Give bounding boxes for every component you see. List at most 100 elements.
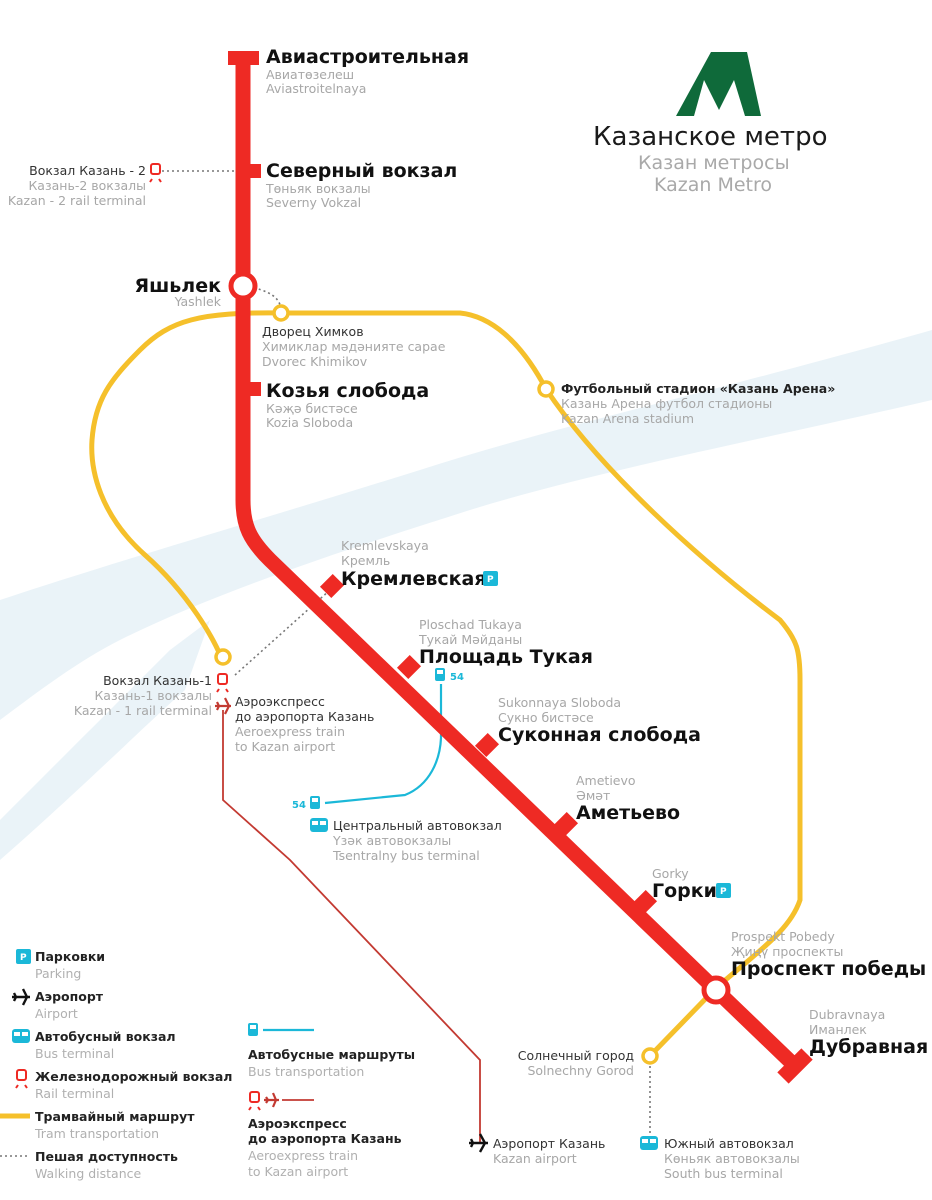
bus-terminal-icon xyxy=(12,1029,30,1043)
point-kazan2: Вокзал Казань - 2 xyxy=(29,163,146,178)
station-dubravnaya-en: Dubravnaya xyxy=(809,1007,885,1022)
legend-bus-terminal-en: Bus terminal xyxy=(35,1046,114,1061)
legend-tram-en: Tram transportation xyxy=(34,1126,159,1141)
legend-parking: Парковки xyxy=(35,949,105,964)
transfer-yashlek xyxy=(228,271,258,301)
transfer-prospekt-pobedy xyxy=(701,975,731,1005)
station-ploshchad-tukaya-tt: Тукай Мәйданы xyxy=(418,632,522,647)
station-ploshchad-tukaya-en: Ploschad Tukaya xyxy=(419,617,522,632)
terminus-cap-north xyxy=(228,51,259,65)
station-sukonnaya-sloboda: Суконная слобода xyxy=(498,724,701,746)
legend-aeroexpress-en2: to Kazan airport xyxy=(248,1164,348,1179)
kazan-metro-logo xyxy=(676,52,761,116)
station-ametyevo-en: Ametievo xyxy=(576,773,636,788)
station-severny-vokzal: Северный вокзал xyxy=(266,160,457,182)
legend-bus-terminal: Автобусный вокзал xyxy=(35,1029,176,1044)
airport-icon xyxy=(469,1133,488,1153)
station-kozya-sloboda-en: Kozia Sloboda xyxy=(266,415,353,430)
title-ru: Казанское метро xyxy=(593,122,827,152)
legend-parking-en: Parking xyxy=(35,966,81,981)
station-prospekt-pobedy-en: Prospekt Pobedy xyxy=(731,929,835,944)
station-prospekt-pobedy: Проспект победы xyxy=(731,958,926,980)
station-yashlek: Яшьлек xyxy=(134,275,221,297)
title-en: Kazan Metro xyxy=(654,174,772,196)
rail-terminal-icon xyxy=(248,1091,261,1111)
station-gorki-en: Gorky xyxy=(652,866,689,881)
parking-icon xyxy=(16,949,31,964)
legend-rail-terminal: Железнодорожный вокзал xyxy=(35,1069,232,1084)
bus-route-54 xyxy=(324,684,443,805)
point-central-bus-tt: Үзәк автовокзалы xyxy=(332,833,451,848)
station-sukonnaya-sloboda-en: Sukonnaya Sloboda xyxy=(498,695,621,710)
station-yashlek-en: Yashlek xyxy=(174,294,222,309)
point-central-bus-en: Tsentralny bus terminal xyxy=(332,848,480,863)
point-solnechny-en: Solnechny Gorod xyxy=(527,1063,634,1078)
point-kazan2-en: Kazan - 2 rail terminal xyxy=(8,193,146,208)
tram-route xyxy=(89,310,803,1058)
terminus-cap-south xyxy=(777,1048,813,1084)
station-aviastroitelnaya-tt: Авиатөзелеш xyxy=(266,67,354,82)
airport-icon xyxy=(264,1092,279,1108)
station-severny-vokzal-en: Severny Vokzal xyxy=(266,195,361,210)
point-dvorec-en: Dvorec Khimikov xyxy=(262,354,368,369)
point-central-bus: Центральный автовокзал xyxy=(333,818,502,833)
station-dubravnaya-tt: Иманлек xyxy=(809,1022,867,1037)
legend-walking-en: Walking distance xyxy=(35,1166,142,1181)
svg-text:P: P xyxy=(487,575,494,585)
aeroexpress-route xyxy=(222,710,481,1142)
bus-stop-icon xyxy=(310,796,320,809)
point-dvorec: Дворец Химков xyxy=(262,324,364,339)
point-kazan1: Вокзал Казань-1 xyxy=(103,673,212,688)
rail-terminal-icon xyxy=(15,1069,28,1089)
point-stadium-en: Kazan Arena stadium xyxy=(561,411,694,426)
bus-route-number: 54 xyxy=(292,800,306,811)
station-sukonnaya-sloboda-tt: Сукно бистәсе xyxy=(498,710,594,725)
point-dvorec-tt: Химиклар мәдәнияте сарае xyxy=(262,339,446,354)
point-south-bus-tt: Көньяк автовокзалы xyxy=(664,1151,800,1166)
point-kazan1-tt: Казань-1 вокзалы xyxy=(94,688,212,703)
station-dubravnaya: Дубравная xyxy=(809,1036,928,1058)
point-stadium-tt: Казань Арена футбол стадионы xyxy=(561,396,772,411)
rail-terminal-icon xyxy=(216,673,229,693)
point-airport: Аэропорт Казань xyxy=(493,1136,605,1151)
legend-aeroexpress-en1: Aeroexpress train xyxy=(248,1148,358,1163)
river xyxy=(0,330,932,860)
rail-terminal-icon xyxy=(149,163,162,183)
bus-terminal-icon xyxy=(310,818,328,832)
point-solnechny: Солнечный город xyxy=(518,1048,634,1063)
legend: P Парковки Parking Аэропорт Airport Авто… xyxy=(0,949,415,1181)
station-kremlevskaya-en: Kremlevskaya xyxy=(341,538,429,553)
bus-stop-icon xyxy=(435,668,445,681)
point-kazan2-tt: Казань-2 вокзалы xyxy=(28,178,146,193)
point-aeroexpress-ru1: Аэроэкспресс xyxy=(235,694,325,709)
station-ticks xyxy=(228,51,813,1084)
legend-rail-terminal-en: Rail terminal xyxy=(35,1086,114,1101)
station-kozya-sloboda: Козья слобода xyxy=(266,380,429,402)
station-ploshchad-tukaya: Площадь Тукая xyxy=(419,646,593,668)
station-kremlevskaya-tt: Кремль xyxy=(341,553,390,568)
legend-aeroexpress-ru2: до аэропорта Казань xyxy=(248,1131,402,1146)
legend-bus-routes: Автобусные маршруты xyxy=(248,1047,415,1062)
point-south-bus: Южный автовокзал xyxy=(664,1136,794,1151)
airport-icon xyxy=(215,697,231,715)
bus-terminal-icon xyxy=(640,1136,658,1150)
point-kazan1-en: Kazan - 1 rail terminal xyxy=(74,703,212,718)
station-aviastroitelnaya: Авиастроительная xyxy=(266,46,469,68)
legend-aeroexpress-ru1: Аэроэкспресс xyxy=(248,1116,347,1131)
point-airport-en: Kazan airport xyxy=(493,1151,577,1166)
station-ametyevo-tt: Әмәт xyxy=(576,788,610,803)
point-stadium: Футбольный стадион «Казань Арена» xyxy=(561,381,835,396)
airport-icon xyxy=(12,988,30,1006)
legend-airport: Аэропорт xyxy=(35,989,104,1004)
parking-icon: P xyxy=(483,571,498,586)
station-ametyevo: Аметьево xyxy=(576,802,680,824)
station-severny-vokzal-tt: Төньяк вокзалы xyxy=(265,181,371,196)
legend-airport-en: Airport xyxy=(35,1006,78,1021)
point-aeroexpress-en1: Aeroexpress train xyxy=(235,724,345,739)
bus-stop-icon xyxy=(248,1023,258,1036)
station-aviastroitelnaya-en: Aviastroitelnaya xyxy=(266,81,366,96)
svg-text:P: P xyxy=(720,887,727,897)
point-south-bus-en: South bus terminal xyxy=(664,1166,783,1181)
point-aeroexpress-en2: to Kazan airport xyxy=(235,739,335,754)
legend-tram: Трамвайный маршрут xyxy=(35,1109,195,1124)
